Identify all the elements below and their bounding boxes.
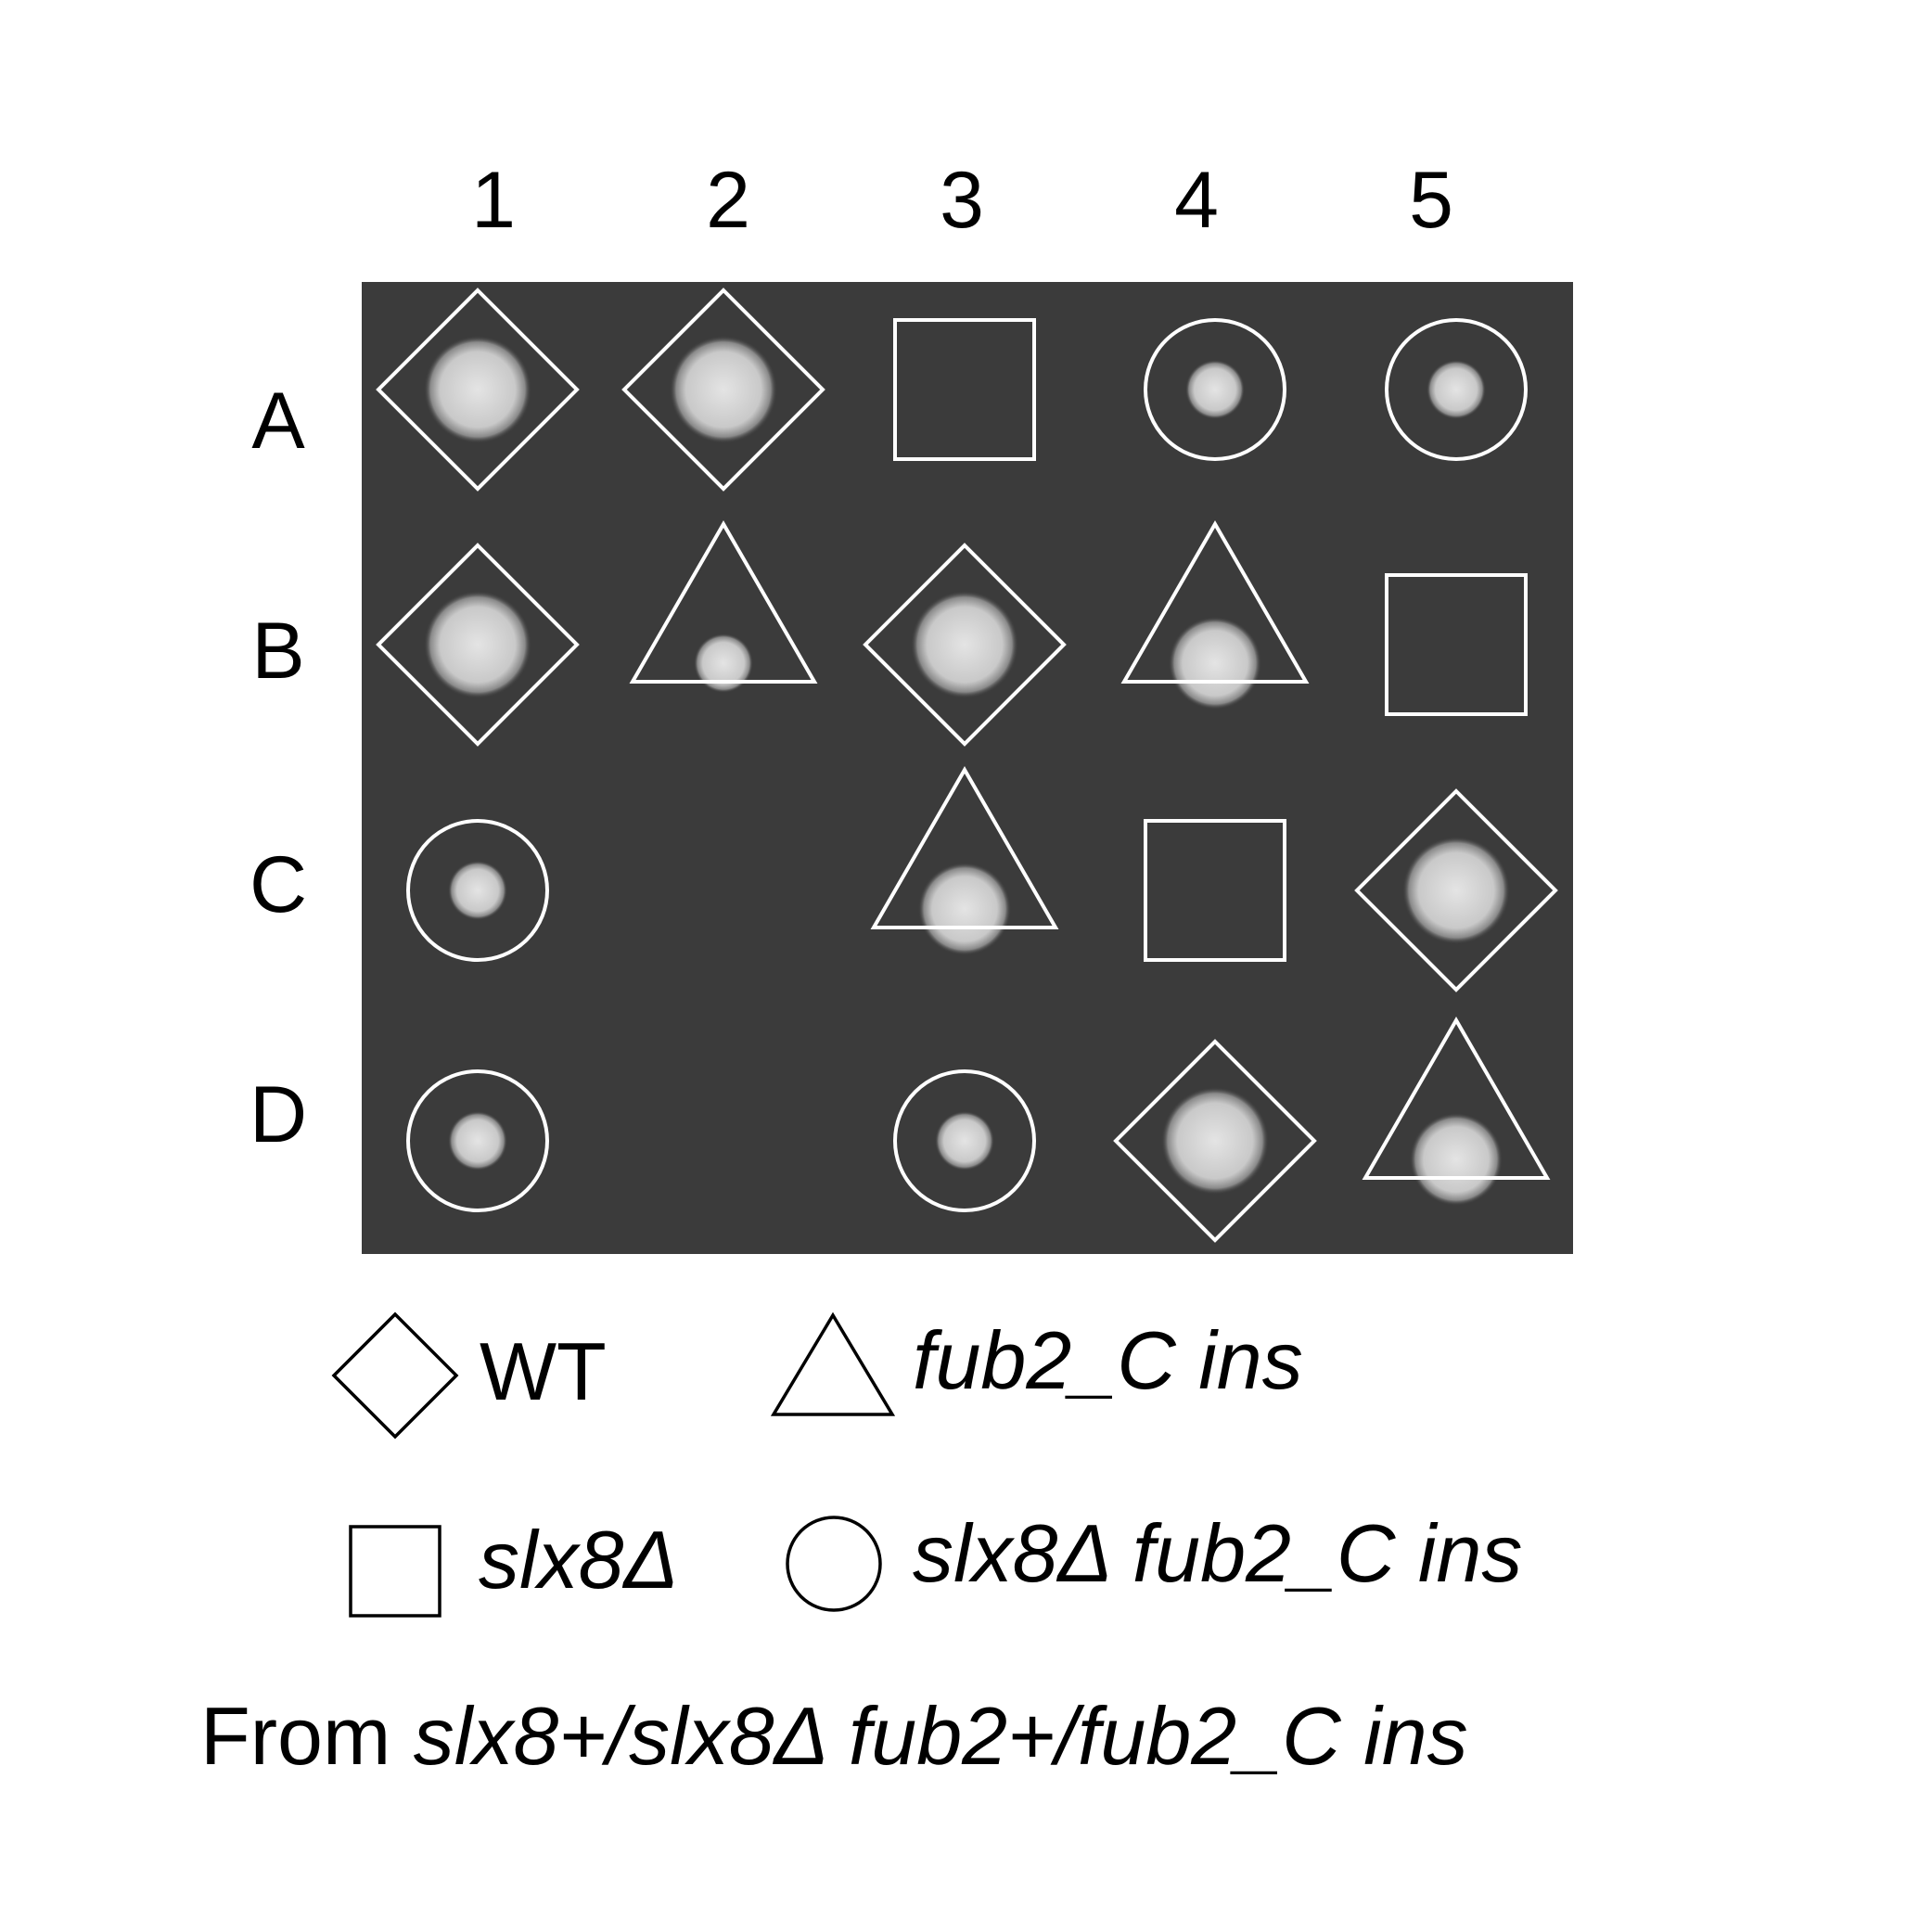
- colony-c1: [448, 861, 507, 920]
- colony-d4: [1161, 1087, 1269, 1195]
- source-genotype: slx8+/slx8Δ fub2+/fub2_C ins: [414, 1690, 1468, 1782]
- marker-square-a3: [893, 318, 1036, 461]
- colony-b3: [911, 591, 1018, 698]
- colony-c5: [1402, 837, 1510, 944]
- legend-label-fub2: fub2_C ins: [913, 1314, 1303, 1406]
- marker-triangle-d5: [1362, 1016, 1551, 1180]
- row-labels: A B C D: [249, 377, 307, 1159]
- diamond-icon: [331, 1311, 459, 1439]
- marker-triangle-c3: [870, 765, 1059, 929]
- marker-triangle-b4: [1120, 519, 1310, 684]
- column-label-4: 4: [1174, 156, 1219, 245]
- marker-diamond-b1: [376, 543, 580, 747]
- colony-b4: [1169, 617, 1261, 710]
- marker-triangle-b2: [629, 519, 818, 684]
- square-icon: [349, 1525, 441, 1618]
- colony-d3: [935, 1111, 994, 1171]
- legend-label-double: slx8Δ fub2_C ins: [913, 1507, 1522, 1599]
- row-label-c: C: [249, 840, 307, 929]
- column-label-3: 3: [940, 156, 984, 245]
- source-prefix: From: [200, 1690, 414, 1782]
- colony-b2: [694, 633, 753, 693]
- colony-b1: [424, 591, 531, 698]
- colony-a1: [424, 336, 531, 443]
- legend-label-slx8: slx8Δ: [479, 1514, 679, 1606]
- colony-a5: [1427, 360, 1486, 419]
- marker-square-b5: [1385, 573, 1528, 716]
- marker-diamond-c5: [1354, 788, 1558, 992]
- marker-diamond-a2: [621, 288, 825, 492]
- row-label-a: A: [251, 377, 305, 466]
- circle-icon: [786, 1516, 882, 1612]
- column-label-1: 1: [471, 156, 516, 245]
- legend-item-wt: WT: [331, 1311, 607, 1439]
- marker-diamond-b3: [863, 543, 1067, 747]
- marker-circle-a5: [1385, 318, 1528, 461]
- column-labels: 1 2 3 4 5: [471, 156, 1453, 245]
- genotype-markers: [376, 288, 1558, 1243]
- row-label-b: B: [251, 607, 304, 696]
- legend-item-double: slx8Δ fub2_C ins: [786, 1507, 1522, 1612]
- colony-d1: [448, 1111, 507, 1171]
- marker-diamond-d4: [1113, 1039, 1317, 1243]
- legend-item-slx8: slx8Δ: [349, 1514, 679, 1618]
- marker-circle-c1: [406, 819, 549, 962]
- marker-diamond-a1: [376, 288, 580, 492]
- source-cross-text: From slx8+/slx8Δ fub2+/fub2_C ins: [200, 1690, 1468, 1782]
- column-label-5: 5: [1409, 156, 1453, 245]
- colony-d5: [1410, 1113, 1503, 1206]
- legend-label-wt: WT: [480, 1325, 607, 1417]
- colony-c3: [918, 863, 1011, 955]
- marker-circle-a4: [1144, 318, 1286, 461]
- marker-circle-d3: [893, 1069, 1036, 1212]
- legend: WT fub2_C ins slx8Δ slx8Δ fub2_C ins: [331, 1311, 1522, 1618]
- agar-plate: [362, 282, 1573, 1254]
- colony-a2: [670, 336, 777, 443]
- marker-circle-d1: [406, 1069, 549, 1212]
- row-label-d: D: [249, 1070, 307, 1159]
- marker-square-c4: [1144, 819, 1286, 962]
- column-label-2: 2: [706, 156, 750, 245]
- legend-item-fub2: fub2_C ins: [770, 1311, 1303, 1416]
- colonies: [424, 336, 1510, 1206]
- colony-a4: [1185, 360, 1245, 419]
- triangle-icon: [770, 1311, 896, 1416]
